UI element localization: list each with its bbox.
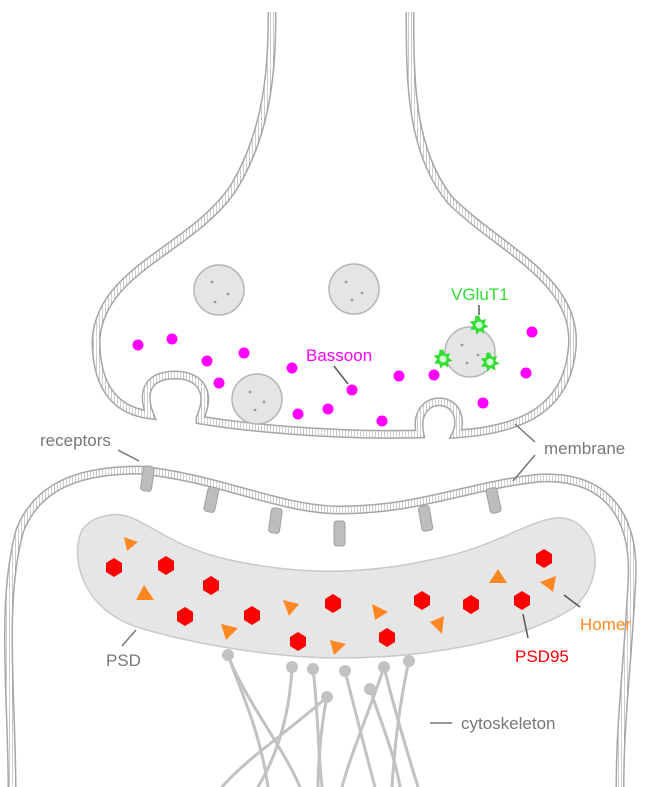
bassoon-dot	[287, 363, 298, 374]
presynaptic-membrane	[96, 12, 573, 434]
receptors-label: receptors	[40, 431, 111, 450]
receptor-icon	[486, 487, 502, 514]
receptor-icon	[203, 486, 219, 513]
bassoon-dot	[429, 370, 440, 381]
receptor-icon	[418, 505, 433, 532]
psd-label: PSD	[106, 651, 141, 670]
psd95-label: PSD95	[515, 647, 569, 666]
vesicle-icon	[194, 265, 244, 315]
bassoon-dot	[521, 368, 532, 379]
bassoon-dot	[323, 404, 334, 415]
bassoon-dot	[377, 416, 388, 427]
receptors-leader	[118, 450, 139, 461]
psd-leader	[122, 630, 136, 646]
cytoskeleton-group	[222, 655, 418, 787]
bassoon-dot	[214, 378, 225, 389]
bassoon-dot	[527, 327, 538, 338]
bassoon-leader	[334, 366, 348, 384]
homer-label: Homer	[580, 615, 631, 634]
bassoon-dot	[202, 356, 213, 367]
bassoon-dot	[167, 334, 178, 345]
vesicle-icon	[232, 374, 282, 424]
vglut1-label: VGluT1	[451, 285, 509, 304]
bassoon-dot	[394, 371, 405, 382]
receptor-icon	[268, 507, 282, 533]
bassoon-dot	[133, 340, 144, 351]
bassoon-dot	[293, 409, 304, 420]
cytoskeleton-label: cytoskeleton	[461, 714, 556, 733]
receptor-icon	[334, 521, 345, 546]
membrane-leader-upper	[515, 424, 535, 442]
membrane-label: membrane	[544, 439, 625, 458]
bassoon-dot	[239, 348, 250, 359]
bassoon-dot	[478, 398, 489, 409]
vesicle-icon	[329, 264, 379, 314]
bassoon-dot	[347, 385, 358, 396]
bassoon-label: Bassoon	[306, 346, 372, 365]
